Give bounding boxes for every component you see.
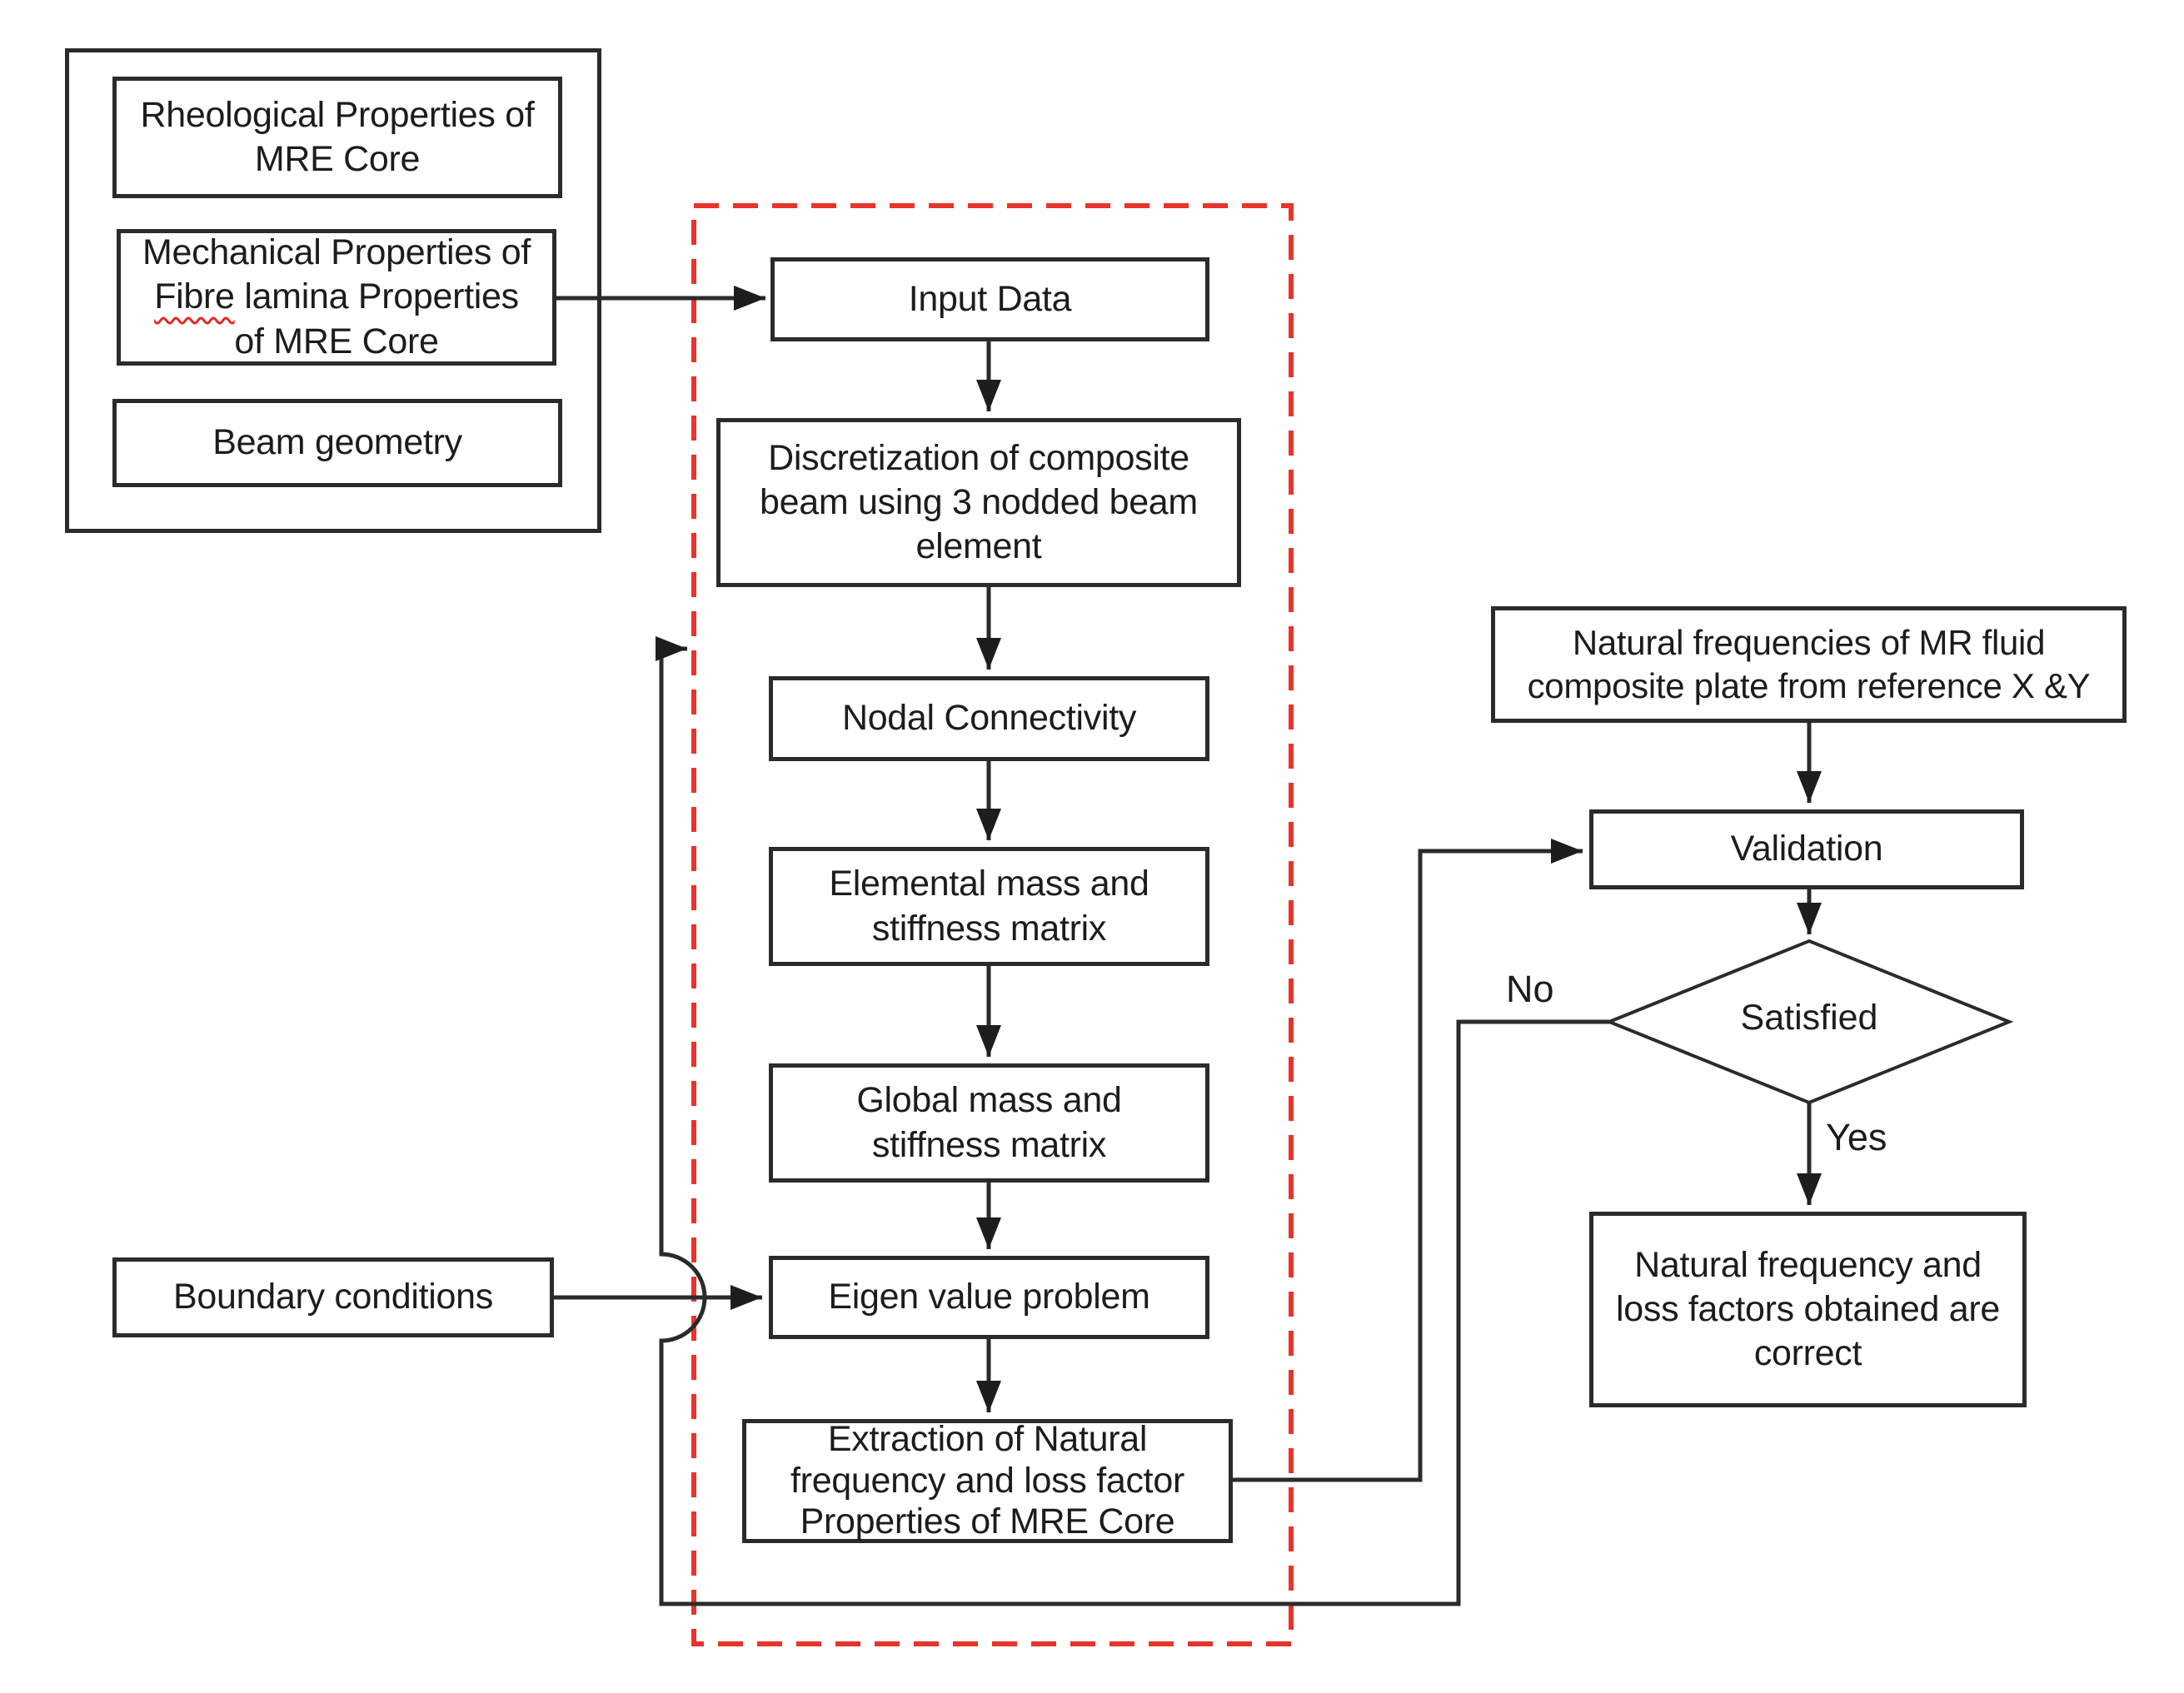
box-label-line: Fibre lamina Properties (154, 275, 519, 319)
decision-satisfied-label: Satisfied (1740, 998, 1878, 1038)
box-label-line: Mechanical Properties of (142, 232, 531, 273)
box-label-line: stiffness matrix (871, 1124, 1107, 1165)
box-result-correct: Natural frequency and loss factors obtai… (1589, 1212, 2027, 1407)
label-no: No (1506, 968, 1554, 1010)
box-label-line: stiffness matrix (871, 908, 1107, 949)
box-mechanical-properties: Mechanical Properties of Fibre lamina Pr… (117, 229, 556, 366)
box-label: Nodal Connectivity (841, 698, 1137, 739)
box-discretization: Discretization of composite beam using 3… (716, 418, 1241, 587)
box-label-line: Elemental mass and (829, 864, 1149, 904)
box-boundary-conditions: Boundary conditions (112, 1257, 554, 1337)
box-label: Eigen value problem (828, 1277, 1150, 1317)
box-label-line: of MRE Core (234, 321, 439, 361)
box-extraction: Extraction of Natural frequency and loss… (742, 1419, 1233, 1543)
box-eigen-value-problem: Eigen value problem (769, 1256, 1209, 1339)
box-label-line: MRE Core (254, 139, 421, 179)
box-label-line: beam using 3 nodded beam (760, 481, 1198, 522)
box-label: Input Data (908, 278, 1072, 319)
box-label: Boundary conditions (173, 1277, 493, 1317)
box-validation: Validation (1589, 809, 2024, 889)
box-input-data: Input Data (770, 257, 1209, 341)
box-label-line: Discretization of composite (768, 437, 1189, 478)
box-label-line: Rheological Properties of (140, 94, 535, 135)
box-label-line: frequency and loss factor (790, 1460, 1184, 1501)
box-label: Validation (1730, 829, 1883, 869)
box-label-line-rest: lamina Properties (244, 276, 519, 317)
box-global-matrix: Global mass and stiffness matrix (769, 1063, 1209, 1183)
box-label: Beam geometry (212, 422, 462, 463)
box-beam-geometry: Beam geometry (112, 399, 562, 487)
box-label-line: element (915, 526, 1042, 567)
box-label-line: Natural frequency and (1634, 1244, 1982, 1285)
box-reference-frequencies: Natural frequencies of MR fluid composit… (1491, 606, 2127, 723)
box-elemental-matrix: Elemental mass and stiffness matrix (769, 847, 1209, 966)
label-yes: Yes (1826, 1116, 1887, 1158)
box-label-line: Extraction of Natural (827, 1418, 1148, 1459)
box-label-line: Natural frequencies of MR fluid (1572, 622, 2046, 662)
box-label-line: Properties of MRE Core (800, 1501, 1175, 1542)
arrow-extraction-to-validation (1233, 839, 1583, 1482)
box-nodal-connectivity: Nodal Connectivity (769, 676, 1209, 761)
box-rheological-properties: Rheological Properties of MRE Core (112, 77, 562, 198)
box-label-line: correct (1753, 1333, 1862, 1374)
box-label-line: loss factors obtained are (1616, 1288, 2000, 1329)
box-label-line: composite plate from reference X &Y (1527, 666, 2091, 705)
box-label-line: Global mass and (856, 1080, 1122, 1121)
misspelled-word: Fibre (154, 276, 235, 317)
